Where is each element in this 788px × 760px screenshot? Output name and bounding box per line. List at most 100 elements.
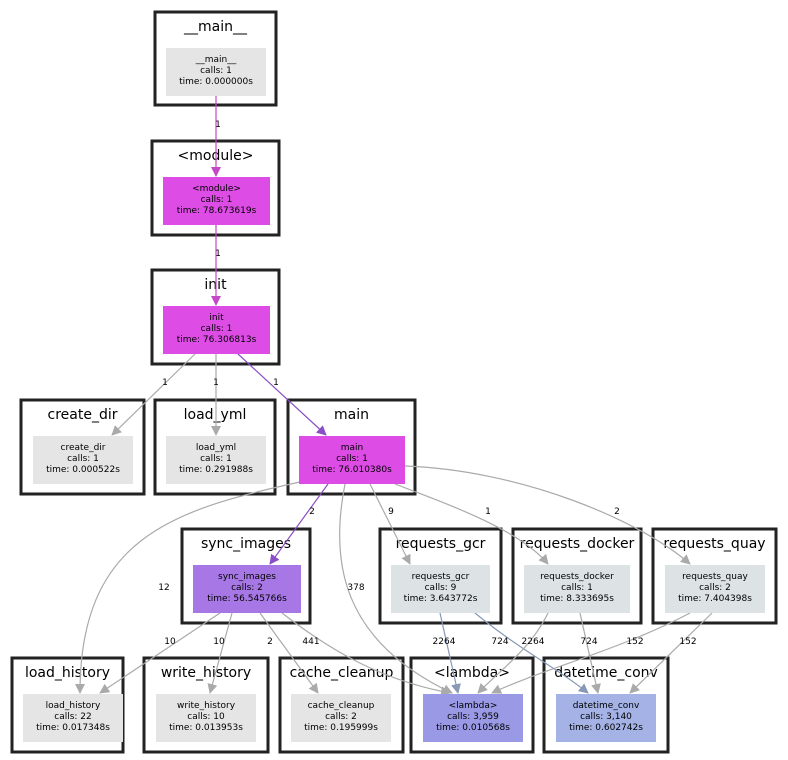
cluster-title: cache_cleanup xyxy=(290,665,394,681)
edge-sync-images-to-write-history xyxy=(207,612,233,694)
edge-label: 10 xyxy=(164,637,176,647)
cluster-title: load_yml xyxy=(184,407,247,423)
node-name: create_dir xyxy=(61,443,106,453)
node-time: time: 78.673619s xyxy=(177,206,257,216)
node-time: time: 0.000000s xyxy=(179,77,253,87)
node-name: main xyxy=(341,443,364,453)
node-name: init xyxy=(209,313,224,323)
node-box xyxy=(156,694,256,742)
node-time: time: 0.195999s xyxy=(304,723,378,733)
edge-sync-images-to-lambda xyxy=(281,612,451,697)
edge-label: 2 xyxy=(309,507,315,517)
node-name: requests_docker xyxy=(540,572,614,582)
node-box xyxy=(423,694,523,742)
edge-label: 152 xyxy=(679,637,696,647)
node-box xyxy=(166,48,266,96)
cluster-title: main xyxy=(334,407,369,423)
node-calls: calls: 1 xyxy=(561,583,593,593)
node-box xyxy=(291,694,391,742)
node-box xyxy=(33,436,133,484)
edge-main-to-lambda xyxy=(338,483,453,694)
node-box xyxy=(193,565,301,613)
cluster-title: requests_docker xyxy=(520,536,635,552)
node-time: time: 0.013953s xyxy=(169,723,243,733)
node-time: time: 76.306813s xyxy=(177,335,257,345)
node-time: time: 0.000522s xyxy=(46,465,120,475)
node-calls: calls: 1 xyxy=(67,454,99,464)
edges-layer xyxy=(75,96,713,697)
node-time: time: 0.017348s xyxy=(36,723,110,733)
edge-label: 1 xyxy=(273,378,279,388)
node-name: write_history xyxy=(177,701,236,711)
node-box xyxy=(524,565,630,613)
node-calls: calls: 1 xyxy=(200,66,232,76)
node-calls: calls: 2 xyxy=(231,583,263,593)
node-name: <module> xyxy=(192,184,241,194)
node-name: datetime_conv xyxy=(573,701,640,711)
node-name: __main__ xyxy=(195,55,237,65)
edge-requests-docker-to-lambda xyxy=(477,612,549,694)
cluster-title: datetime_conv xyxy=(554,665,658,681)
edge-main-to-requests-quay xyxy=(404,465,691,565)
node-box xyxy=(166,436,266,484)
node-time: time: 0.602742s xyxy=(569,723,643,733)
cluster-title: requests_quay xyxy=(663,536,765,552)
node-calls: calls: 10 xyxy=(187,712,225,722)
edge-main-to-sync-images xyxy=(269,483,329,565)
cluster-title: load_history xyxy=(25,665,110,681)
edge-label: 1 xyxy=(215,249,221,259)
node-calls: calls: 2 xyxy=(699,583,731,593)
edge-requests-docker-to-datetime-conv xyxy=(579,612,601,694)
edge-label: 9 xyxy=(388,507,394,517)
edge-label: 2264 xyxy=(433,637,456,647)
node-box xyxy=(391,565,490,613)
edge-main-to-load-history xyxy=(75,481,301,694)
node-calls: calls: 2 xyxy=(325,712,357,722)
node-calls: calls: 1 xyxy=(200,454,232,464)
cluster-title: sync_images xyxy=(201,536,291,552)
edge-label: 1 xyxy=(485,507,491,517)
node-calls: calls: 22 xyxy=(54,712,92,722)
cluster-title: __main__ xyxy=(183,19,248,35)
node-box xyxy=(299,436,405,484)
node-time: time: 8.333695s xyxy=(540,594,614,604)
node-name: cache_cleanup xyxy=(308,701,375,711)
edge-requests-gcr-to-lambda xyxy=(439,612,461,694)
node-time: time: 7.404398s xyxy=(678,594,752,604)
node-time: time: 0.291988s xyxy=(179,465,253,475)
edge-label: 378 xyxy=(347,583,364,593)
edge-label: 1 xyxy=(162,378,168,388)
edge-label: 724 xyxy=(580,637,597,647)
node-box xyxy=(665,565,765,613)
edge-sync-images-to-cache-cleanup xyxy=(259,612,319,694)
node-box xyxy=(163,306,270,354)
edge-main-to-requests-docker xyxy=(394,483,549,565)
edge-label: 724 xyxy=(491,637,508,647)
edge-label: 2264 xyxy=(522,637,545,647)
node-name: load_history xyxy=(46,701,101,711)
edge-label: 441 xyxy=(302,637,319,647)
node-calls: calls: 3,959 xyxy=(447,712,499,722)
edge-requests-gcr-to-datetime-conv xyxy=(474,612,589,694)
node-calls: calls: 3,140 xyxy=(580,712,632,722)
edge-label: 2 xyxy=(267,637,273,647)
cluster-title: requests_gcr xyxy=(396,536,486,552)
